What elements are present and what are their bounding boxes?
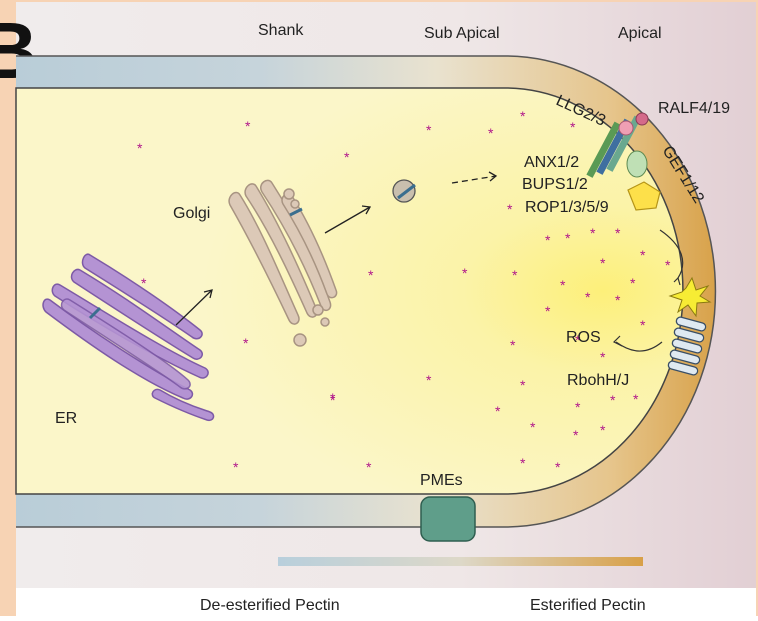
svg-text:*: * — [600, 349, 606, 365]
svg-text:*: * — [520, 455, 526, 471]
svg-text:*: * — [368, 267, 374, 283]
svg-text:*: * — [555, 459, 561, 475]
svg-text:*: * — [520, 377, 526, 393]
svg-text:*: * — [575, 399, 581, 415]
pectin-gradient-bar — [278, 557, 643, 566]
label-ros: ROS — [566, 329, 601, 346]
region-label-sub-apical: Sub Apical — [424, 25, 500, 42]
svg-text:*: * — [243, 335, 249, 351]
svg-text:*: * — [520, 108, 526, 124]
svg-text:*: * — [233, 459, 239, 475]
svg-text:*: * — [615, 225, 621, 241]
svg-text:*: * — [633, 391, 639, 407]
svg-text:*: * — [600, 255, 606, 271]
region-label-shank: Shank — [258, 22, 304, 39]
svg-text:*: * — [330, 392, 336, 408]
svg-text:*: * — [137, 140, 143, 156]
label-rop: ROP1/3/5/9 — [525, 199, 609, 216]
svg-text:*: * — [640, 317, 646, 333]
label-golgi: Golgi — [173, 205, 210, 222]
region-label-apical: Apical — [618, 25, 662, 42]
svg-text:*: * — [545, 232, 551, 248]
svg-text:*: * — [570, 119, 576, 135]
svg-text:*: * — [640, 247, 646, 263]
label-ralf: RALF4/19 — [658, 100, 730, 117]
svg-text:*: * — [141, 275, 147, 291]
secretory-vesicle — [393, 180, 415, 202]
svg-text:*: * — [573, 427, 579, 443]
label-anx: ANX1/2 — [524, 154, 579, 171]
svg-text:*: * — [530, 419, 536, 435]
svg-text:*: * — [512, 267, 518, 283]
svg-text:*: * — [426, 122, 432, 138]
svg-text:*: * — [245, 118, 251, 134]
svg-text:*: * — [600, 422, 606, 438]
svg-text:*: * — [630, 275, 636, 291]
svg-text:*: * — [510, 337, 516, 353]
svg-text:*: * — [665, 257, 671, 273]
label-er: ER — [55, 410, 77, 427]
label-pmes: PMEs — [420, 472, 463, 489]
label-rboh: RbohH/J — [567, 372, 629, 389]
svg-text:*: * — [495, 403, 501, 419]
svg-text:*: * — [565, 230, 571, 246]
cytoplasm — [16, 88, 683, 494]
svg-text:*: * — [560, 277, 566, 293]
svg-text:*: * — [590, 225, 596, 241]
svg-text:*: * — [545, 303, 551, 319]
svg-text:*: * — [615, 292, 621, 308]
legend-label-esterified: Esterified Pectin — [530, 597, 646, 614]
pme-enzyme — [421, 497, 475, 541]
legend-label-deesterified: De-esterified Pectin — [200, 597, 340, 614]
svg-text:*: * — [366, 459, 372, 475]
svg-text:*: * — [585, 289, 591, 305]
svg-text:*: * — [426, 372, 432, 388]
svg-text:*: * — [462, 265, 468, 281]
svg-text:*: * — [610, 392, 616, 408]
svg-text:*: * — [507, 201, 513, 217]
svg-text:*: * — [344, 149, 350, 165]
label-bups: BUPS1/2 — [522, 176, 588, 193]
svg-text:*: * — [488, 125, 494, 141]
